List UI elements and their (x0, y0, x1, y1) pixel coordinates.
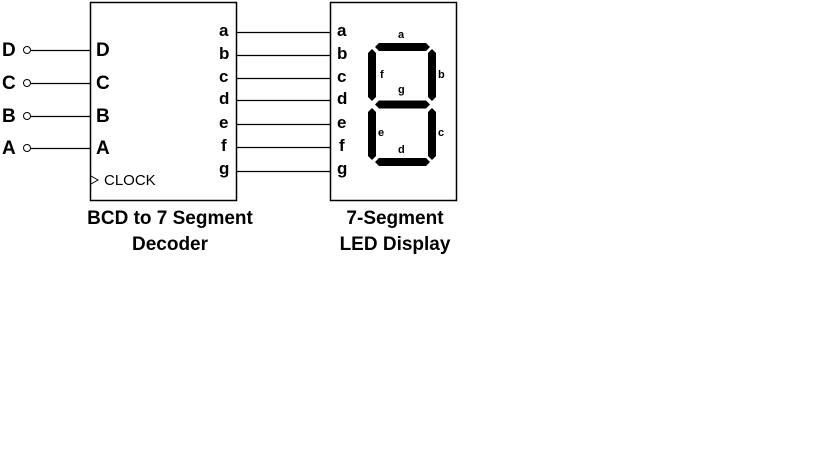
input-pin-a (23, 144, 91, 152)
display-box (329, 1, 458, 202)
clock-triangle-icon (90, 175, 100, 185)
display-input-label-a: a (337, 21, 347, 40)
clock-label: CLOCK (104, 172, 156, 189)
display-caption-line1: 7-Segment (346, 208, 444, 229)
display-input-label-g: g (337, 159, 348, 178)
decoder-caption-line1: BCD to 7 Segment (87, 208, 253, 229)
decoder-input-label-d: D (96, 40, 110, 61)
segment-a (375, 43, 430, 51)
decoder-output-label-a: a (219, 21, 229, 40)
decoder-caption-line2: Decoder (131, 234, 209, 255)
external-label-c: C (2, 73, 16, 94)
input-pin-c (23, 79, 91, 87)
decoder-input-label-a: A (96, 138, 110, 159)
segment-f (368, 49, 376, 101)
segment-b (428, 49, 436, 101)
display-input-label-f: f (339, 136, 345, 155)
input-pin-b (23, 112, 91, 120)
display-input-label-c: c (337, 67, 347, 86)
display-caption-line2: LED Display (339, 234, 451, 255)
decoder-input-label-b: B (96, 106, 110, 127)
segment-label-g: g (398, 84, 405, 96)
decoder-output-label-c: c (219, 67, 229, 86)
connection-wires (236, 31, 331, 173)
input-pin-d (23, 46, 91, 54)
decoder-output-label-e: e (219, 113, 229, 132)
external-label-b: B (2, 106, 16, 127)
decoder-output-label-d: d (219, 89, 230, 108)
display-input-label-b: b (337, 44, 348, 63)
display-input-label-d: d (337, 89, 348, 108)
segment-label-e: e (378, 127, 385, 139)
segment-d (375, 158, 430, 166)
segment-c (428, 108, 436, 160)
display-caption: 7-Segment LED Display (320, 206, 470, 258)
decoder-output-label-b: b (219, 44, 230, 63)
segment-label-d: d (398, 144, 405, 156)
decoder-output-label-g: g (219, 159, 230, 178)
segment-g (375, 100, 430, 109)
decoder-box (89, 1, 238, 202)
external-label-d: D (2, 40, 16, 61)
decoder-output-label-f: f (221, 136, 227, 155)
display-input-label-e: e (337, 113, 347, 132)
segment-label-b: b (438, 69, 445, 81)
external-label-a: A (2, 138, 16, 159)
segment-label-f: f (380, 69, 384, 81)
segment-label-a: a (398, 29, 405, 41)
segment-e (368, 108, 376, 160)
decoder-input-label-c: C (96, 73, 110, 94)
segment-label-c: c (438, 127, 445, 139)
decoder-caption: BCD to 7 Segment Decoder (60, 206, 280, 258)
